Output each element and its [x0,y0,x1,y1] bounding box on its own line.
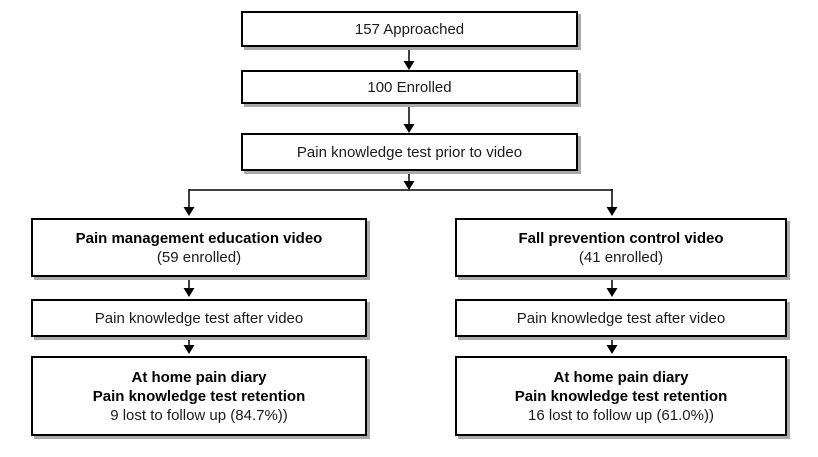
retention-right-subtitle: Pain knowledge test retention [514,387,728,405]
arrow-education-to-posttest [183,277,195,297]
arrow-enrolled-to-pretest [403,103,415,133]
posttest-left-label: Pain knowledge test after video [94,309,304,327]
enrolled-box: 100 Enrolled [241,70,578,104]
retention-left-title: At home pain diary [131,368,267,386]
retention-right-title: At home pain diary [553,368,689,386]
pretest-box: Pain knowledge test prior to video [241,133,578,171]
enrolled-label: 100 Enrolled [367,78,452,96]
control-video-title: Fall prevention control video [518,229,724,247]
control-video-enrolled-count: (41 enrolled) [578,248,664,266]
retention-left-lost-count: 9 lost to follow up (84.7%)) [110,406,288,424]
arrow-pretest-to-branch [403,170,415,190]
retention-left-subtitle: Pain knowledge test retention [92,387,306,405]
control-video-box: Fall prevention control video (41 enroll… [455,218,787,277]
approached-box: 157 Approached [241,11,578,47]
posttest-right-box: Pain knowledge test after video [455,299,787,337]
retention-right-lost-count: 16 lost to follow up (61.0%)) [528,406,714,424]
arrow-posttest-to-retention-right [606,337,618,354]
education-video-enrolled-count: (59 enrolled) [156,248,242,266]
education-video-box: Pain management education video (59 enro… [31,218,367,277]
posttest-left-box: Pain knowledge test after video [31,299,367,337]
arrow-branch-to-education-video [183,189,195,216]
education-video-title: Pain management education video [75,229,323,247]
pretest-label: Pain knowledge test prior to video [296,143,523,161]
arrow-control-to-posttest [606,277,618,297]
retention-right-box: At home pain diary Pain knowledge test r… [455,356,787,436]
arrow-posttest-to-retention-left [183,337,195,354]
arrow-approached-to-enrolled [403,47,415,70]
approached-label: 157 Approached [354,20,465,38]
posttest-right-label: Pain knowledge test after video [516,309,726,327]
arrow-branch-to-control-video [606,189,618,216]
retention-left-box: At home pain diary Pain knowledge test r… [31,356,367,436]
